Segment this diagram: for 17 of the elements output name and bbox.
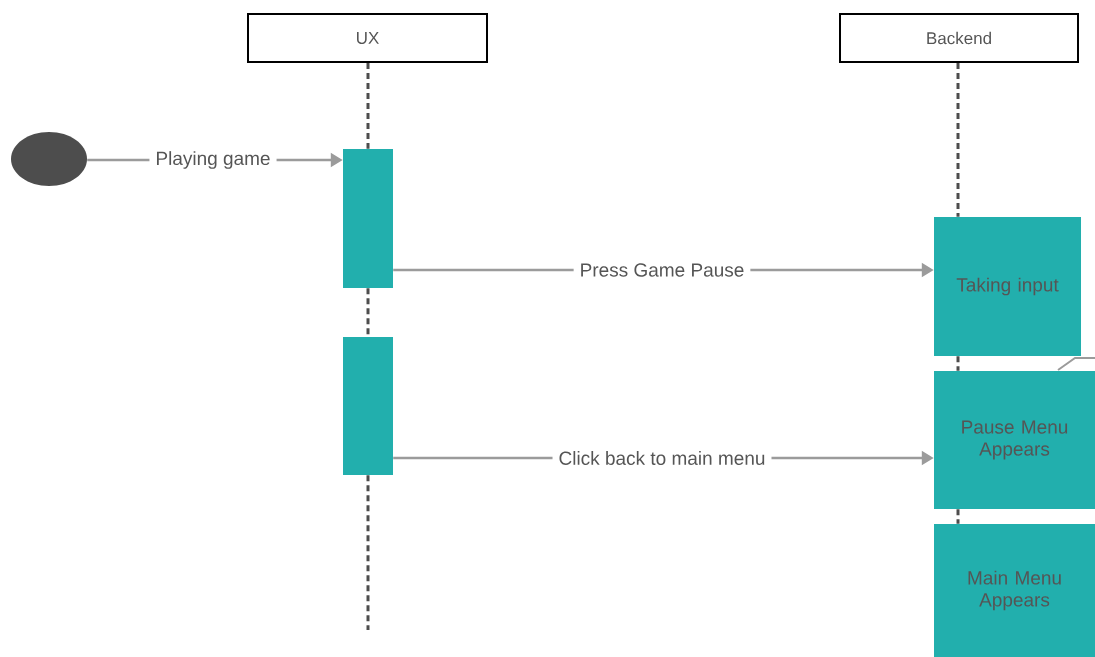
activation-box: Pause Menu Appears (934, 371, 1095, 509)
lifeline-header: Backend (839, 13, 1079, 63)
lifeline (956, 356, 960, 371)
lifeline-header: UX (247, 13, 488, 63)
activation-box: Taking input (934, 217, 1081, 356)
start-circle (11, 132, 87, 186)
activation-box: Main Menu Appears (934, 524, 1095, 657)
lifeline (956, 63, 960, 217)
lifeline (366, 288, 370, 337)
activation-bar (343, 337, 393, 475)
edge-label: Press Game Pause (573, 261, 751, 279)
activation-bar (343, 149, 393, 288)
lifeline (366, 63, 370, 149)
lifeline (366, 475, 370, 630)
lifeline (956, 509, 960, 524)
edge-label: Click back to main menu (552, 449, 772, 467)
edge-label: Playing game (149, 149, 277, 171)
